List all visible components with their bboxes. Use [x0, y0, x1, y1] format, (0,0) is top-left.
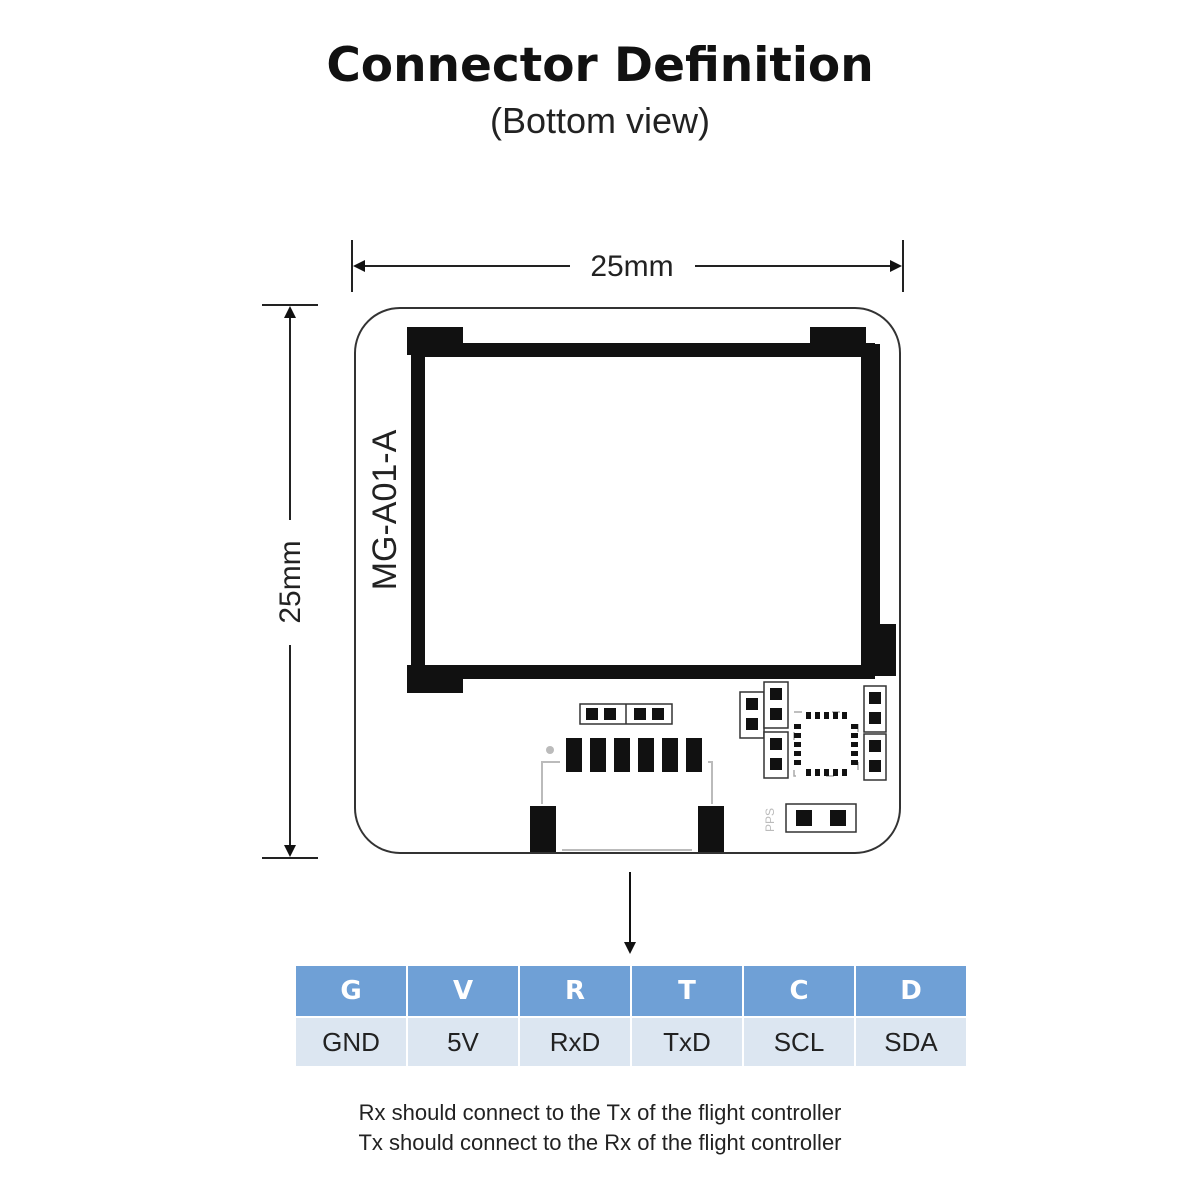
pin-name-cell: GND — [294, 1016, 408, 1068]
note-rx: Rx should connect to the Tx of the fligh… — [358, 1100, 842, 1125]
pin-code-cell: V — [406, 964, 520, 1018]
pinout-code-row: G V R T C D — [294, 964, 968, 1018]
pin-name-cell: SCL — [742, 1016, 856, 1068]
pin-code-cell: R — [518, 964, 632, 1018]
pps-led: PPS — [763, 803, 857, 833]
width-label: 25mm — [590, 250, 673, 283]
shield-frame — [407, 327, 896, 693]
pin-name-cell: RxD — [518, 1016, 632, 1068]
height-label: 25mm — [274, 540, 307, 623]
pin-name-cell: SDA — [854, 1016, 968, 1068]
pinout-table: G V R T C D GND 5V RxD TxD SCL SDA — [294, 964, 968, 1068]
pin-code-cell: D — [854, 964, 968, 1018]
pin-name-cell: TxD — [630, 1016, 744, 1068]
pinout-name-row: GND 5V RxD TxD SCL SDA — [294, 1016, 968, 1068]
pin-name-cell: 5V — [406, 1016, 520, 1068]
height-dimension: 25mm — [262, 304, 318, 859]
note-tx: Tx should connect to the Rx of the fligh… — [358, 1130, 842, 1155]
component-row — [579, 703, 673, 725]
model-label: MG-A01-A — [366, 429, 404, 590]
chip-area — [739, 681, 887, 781]
page-title: Connector Definition — [326, 38, 874, 93]
pin-code-cell: C — [742, 964, 856, 1018]
pin-code-cell: G — [294, 964, 408, 1018]
width-dimension: 25mm — [351, 240, 904, 292]
connector-diagram: 25mm 25mm MG-A01-A — [262, 240, 904, 954]
pps-label: PPS — [763, 808, 777, 832]
pin-connector — [530, 738, 724, 852]
pin-code-cell: T — [630, 964, 744, 1018]
page-subtitle: (Bottom view) — [489, 100, 711, 141]
